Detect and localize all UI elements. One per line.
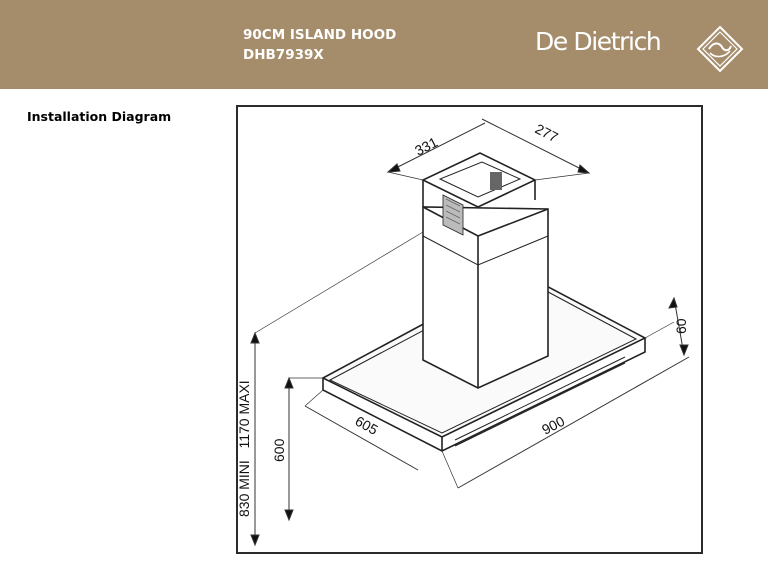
section-title: Installation Diagram [27,109,172,124]
brand-name: De Dietrich [535,27,662,56]
dim-chimney-depth: 277 [533,120,561,145]
header-banner: 90CM ISLAND HOOD DHB7939X De Dietrich [0,0,768,89]
dim-canopy-height: 60 [673,318,689,334]
diagram-frame [236,105,703,554]
dim-chimney-width: 331 [412,134,440,159]
dim-canopy-width: 900 [539,413,567,438]
dim-canopy-depth: 605 [353,413,381,438]
dim-total-height-range: 830 MINI 1170 MAXI [236,380,252,517]
diamond-logo-icon [696,25,744,73]
dimension-lines [250,118,690,547]
dim-canopy-height-min: 600 [271,438,287,462]
hood-chimney [421,152,549,389]
